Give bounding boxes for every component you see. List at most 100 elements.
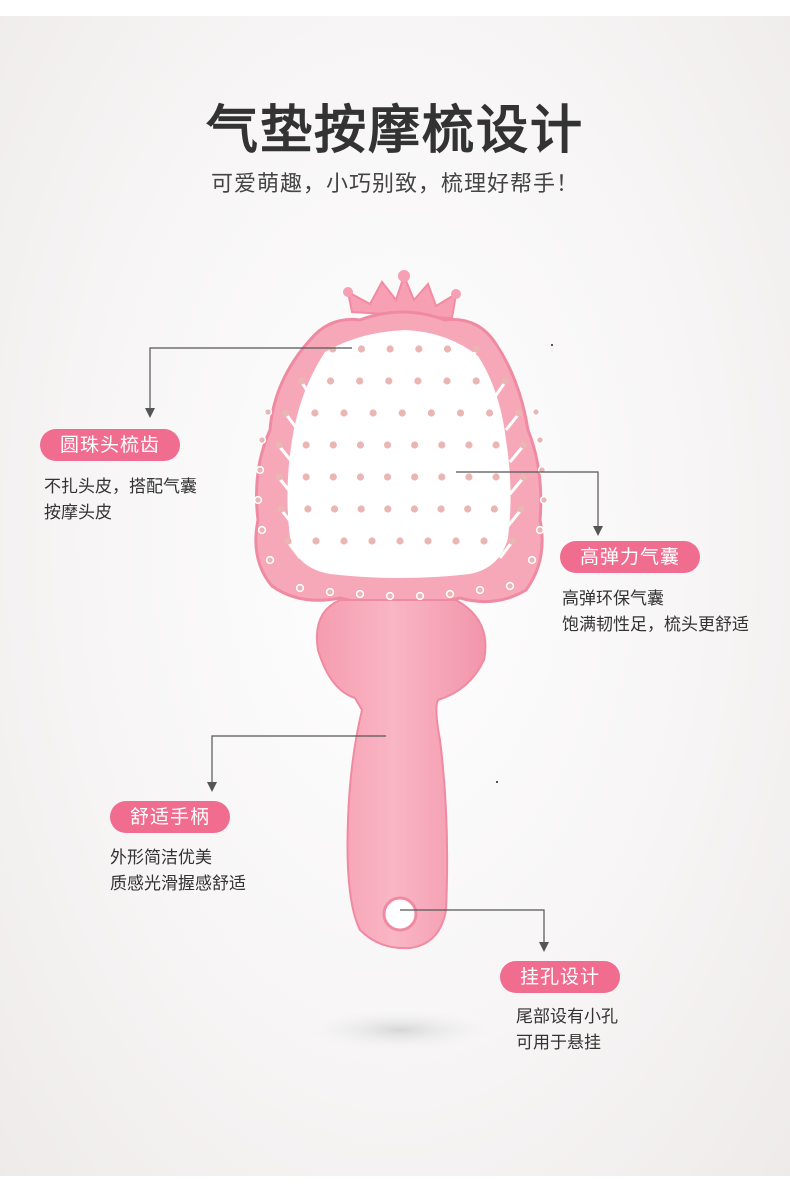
bristle-tip [369,409,377,417]
bristle-tip [383,473,392,481]
bristle [484,477,498,495]
bristle-tip [415,345,423,353]
bristle [359,509,367,527]
bristle-tip [472,345,480,353]
bristle-tip [257,435,267,445]
page-subtitle: 可爱萌趣，小巧别致，梳理好帮手！ [210,172,579,197]
bristle [314,541,327,559]
bristle-tip [356,441,365,449]
feature-label-hanging-hole: 挂孔设计 [500,961,621,993]
bristle-tip [414,377,422,385]
bristle [508,445,525,463]
bristle [386,509,391,527]
bristle-tip [531,407,541,417]
bristle [280,509,296,527]
bristle [342,541,352,559]
bristle-tip [329,473,337,481]
bristle [371,413,378,431]
bristle-tip [519,473,527,481]
callout-lines [149,347,599,944]
bristle [448,541,458,559]
bristle-tip [464,505,472,513]
bristle [466,381,478,399]
bristle [411,445,417,463]
bristle-tip [368,537,376,545]
bristle-tip [275,473,283,481]
bristle-tip [386,345,394,353]
bristle-tip [355,589,365,599]
top-band [0,0,790,16]
bristle [435,509,443,527]
bristle [460,477,471,495]
bristle-tip [515,409,523,417]
bristle-tip [340,537,348,545]
bristle [423,541,430,559]
bristle-tip [295,583,305,593]
bristle-tip [443,345,452,353]
bristle-tip [539,495,549,505]
desc-line: 质感光滑握感舒适 [110,874,246,894]
bristle [358,381,366,399]
bristle-tip [411,473,419,481]
arrow-down-icon [145,408,155,418]
hanging-hole [382,896,418,932]
bristle [358,445,367,463]
bristle [506,509,523,527]
bristle-tip [329,441,337,449]
desc-line: 尾部设有小孔 [516,1007,618,1027]
desc-line: 饱满韧性足，梳头更舒适 [562,615,749,635]
bristle [498,541,514,559]
bristle [331,445,342,463]
bristle-tip [302,473,310,481]
bristle-tip [438,441,446,449]
bristle [331,349,342,367]
bristle-tip [508,537,516,545]
bristle-tip [437,505,445,513]
bristle [306,509,320,527]
bristle-tip [384,505,392,513]
bristle-tip [356,377,364,385]
bristle [329,381,340,399]
bristle-tip [357,345,366,353]
brush-handle [316,599,487,950]
arrow-heads [145,408,603,952]
bristle [331,477,342,495]
bristle [304,477,318,495]
bristle-tip [410,505,419,513]
bristle [460,445,471,463]
bristle [415,349,421,367]
bristle [277,477,294,495]
bristle-tip [329,345,337,353]
desc-line: 按摩头皮 [44,503,112,523]
bristle [286,541,302,559]
desc-line: 高弹环保气囊 [562,589,664,609]
bristle-tip [356,473,365,481]
bristle-tip [535,435,545,445]
bristle-tip [411,441,419,449]
bristle [459,509,470,527]
bristle-tip [282,409,290,417]
bristle-tip [357,505,365,513]
bristle-tip [519,441,527,449]
bristle [277,445,294,463]
bristle-tip [480,537,488,545]
feature-desc-handle: 外形简洁优美 质感光滑握感舒适 [110,845,246,897]
desc-line: 可用于悬挂 [516,1033,601,1053]
bristle [473,541,486,559]
bristle-tip [265,555,275,565]
feature-desc-hanging-hole: 尾部设有小孔 可用于悬挂 [516,1004,618,1056]
bristle [466,349,478,367]
bristle [504,413,520,431]
bristle-tip [505,581,515,591]
bottom-band [0,1176,790,1198]
bristle [386,445,391,463]
stray-dot [496,781,498,783]
bristle-tip [443,377,451,385]
bristle-tip [490,505,498,513]
bristle [304,445,318,463]
bristle [435,445,444,463]
bristle [284,413,300,431]
feature-desc-bristle-tips: 不扎头皮，搭配气囊 按摩头皮 [44,474,197,526]
bristle-tip [501,377,509,385]
